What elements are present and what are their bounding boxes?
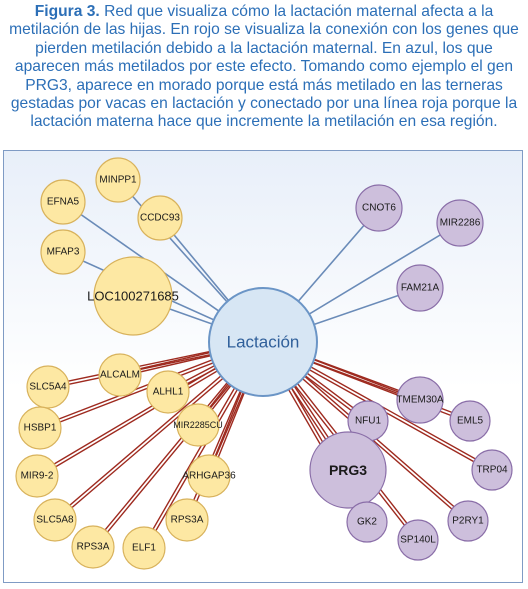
- node-loc100271685: LOC100271685: [87, 256, 179, 336]
- node-minpp1: MINPP1: [95, 157, 141, 203]
- node-circle: [71, 525, 115, 569]
- node-label: TRP04: [476, 465, 508, 476]
- node-label: CCDC93: [140, 213, 180, 224]
- node-label: RPS3A: [77, 542, 110, 553]
- node-circle: [93, 256, 173, 336]
- node-tmem30a: TMEM30A: [396, 376, 444, 424]
- node-alhl1: ALHL1: [146, 370, 190, 414]
- node-rps3a: RPS3A: [165, 498, 209, 542]
- node-circle: [98, 353, 142, 397]
- node-label: NFU1: [355, 416, 382, 427]
- caption-text: Red que visualiza cómo la lactación mate…: [9, 3, 519, 131]
- node-rps3a: RPS3A: [71, 525, 115, 569]
- node-label: MIR9-2: [21, 471, 54, 482]
- node-circle: [187, 454, 231, 498]
- node-label: EML5: [457, 416, 484, 427]
- node-label: GK2: [357, 517, 377, 528]
- node-sp140l: SP140L: [397, 519, 439, 561]
- figure-label: Figura 3.: [34, 3, 100, 20]
- node-arhgap36: ARHGAP36: [182, 454, 236, 498]
- node-fam21a: FAM21A: [396, 264, 444, 312]
- node-ccdc93: CCDC93: [137, 195, 183, 241]
- node-circle: [396, 264, 444, 312]
- node-mir9-2: MIR9-2: [15, 454, 59, 498]
- node-center-lactacion: Lactación: [208, 287, 318, 397]
- node-label: MIR2286: [440, 218, 481, 229]
- node-circle: [176, 403, 220, 447]
- node-circle: [436, 199, 484, 247]
- node-cnot6: CNOT6: [355, 184, 403, 232]
- node-label: MINPP1: [99, 175, 137, 186]
- node-label: SLC5A8: [36, 515, 74, 526]
- node-elf1: ELF1: [122, 526, 166, 570]
- node-alcalm: ALCALM: [98, 353, 142, 397]
- node-label: LOC100271685: [87, 289, 179, 304]
- center-circle: [208, 287, 318, 397]
- node-circle: [165, 498, 209, 542]
- figure-caption: Figura 3. Red que visualiza cómo la lact…: [4, 3, 524, 132]
- node-prg3: PRG3: [309, 431, 387, 509]
- node-gk2: GK2: [346, 501, 388, 543]
- node-label: SP140L: [400, 535, 436, 546]
- node-circle: [122, 526, 166, 570]
- node-circle: [447, 500, 489, 542]
- node-label: ELF1: [132, 543, 156, 554]
- node-circle: [33, 498, 77, 542]
- node-hsbp1: HSBP1: [18, 406, 62, 450]
- node-circle: [40, 229, 86, 275]
- node-p2ry1: P2RY1: [447, 500, 489, 542]
- node-slc5a4: SLC5A4: [26, 365, 70, 409]
- node-label: PRG3: [329, 462, 367, 478]
- node-circle: [18, 406, 62, 450]
- node-label: P2RY1: [452, 516, 484, 527]
- node-circle: [449, 400, 491, 442]
- node-circle: [397, 519, 439, 561]
- node-circle: [15, 454, 59, 498]
- node-eml5: EML5: [449, 400, 491, 442]
- node-circle: [146, 370, 190, 414]
- node-circle: [471, 449, 513, 491]
- node-label: RPS3A: [171, 515, 204, 526]
- node-circle: [396, 376, 444, 424]
- center-label: Lactación: [227, 333, 300, 352]
- node-efna5: EFNA5: [40, 179, 86, 225]
- node-circle: [355, 184, 403, 232]
- node-label: TMEM30A: [396, 395, 444, 406]
- node-mir2286: MIR2286: [436, 199, 484, 247]
- node-label: SLC5A4: [29, 382, 67, 393]
- node-slc5a8: SLC5A8: [33, 498, 77, 542]
- node-label: FAM21A: [401, 283, 440, 294]
- node-label: CNOT6: [362, 203, 396, 214]
- node-label: MIR2285CU: [173, 420, 223, 430]
- node-label: ARHGAP36: [182, 471, 236, 482]
- node-circle: [309, 431, 387, 509]
- node-label: HSBP1: [24, 423, 57, 434]
- node-circle: [40, 179, 86, 225]
- node-label: ALCALM: [100, 370, 140, 381]
- node-mir2285cu: MIR2285CU: [173, 403, 223, 447]
- node-mfap3: MFAP3: [40, 229, 86, 275]
- node-label: ALHL1: [153, 387, 184, 398]
- node-circle: [137, 195, 183, 241]
- node-circle: [346, 501, 388, 543]
- node-label: MFAP3: [47, 247, 80, 258]
- node-label: EFNA5: [47, 197, 80, 208]
- node-circle: [95, 157, 141, 203]
- node-trp04: TRP04: [471, 449, 513, 491]
